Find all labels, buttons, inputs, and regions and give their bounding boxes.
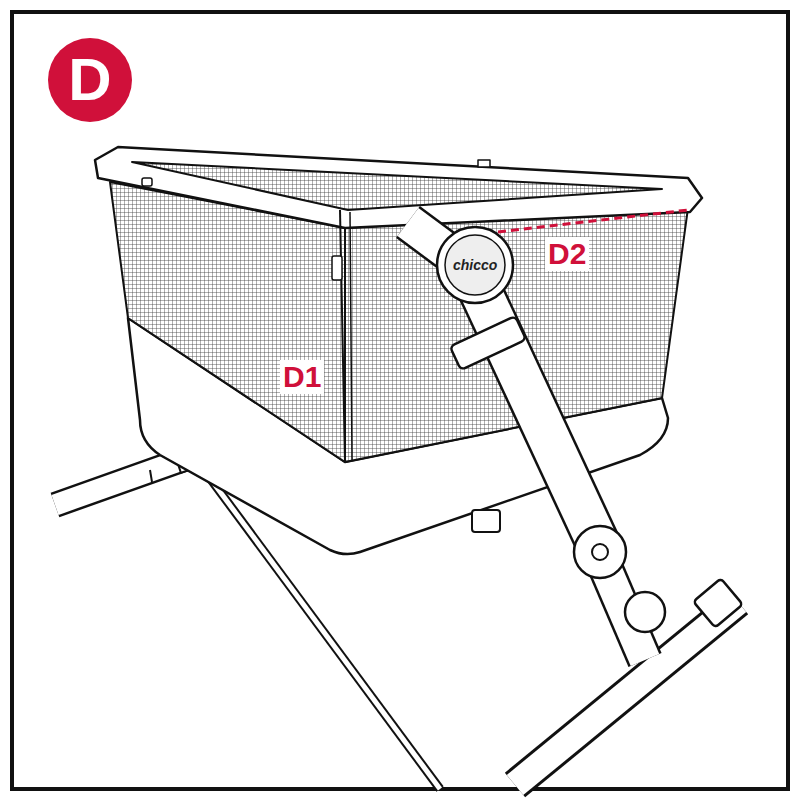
base-frame <box>55 457 190 505</box>
stand-leg <box>450 316 526 370</box>
frame <box>12 12 788 789</box>
edge-marker <box>498 210 688 232</box>
bassinet-body <box>478 160 490 167</box>
bassinet-body <box>350 212 352 460</box>
stand-leg <box>408 222 665 660</box>
stand-leg <box>472 510 500 532</box>
bassinet-body <box>110 182 345 462</box>
base-frame <box>55 457 190 505</box>
bassinet-body <box>345 208 688 462</box>
stand-leg <box>592 544 608 560</box>
base-frame <box>150 470 152 482</box>
part-label: D2 <box>545 237 589 271</box>
stand-leg <box>574 526 626 578</box>
stand-leg <box>625 592 665 632</box>
bassinet-body <box>95 147 702 228</box>
bassinet-body <box>132 162 662 210</box>
stand-leg <box>437 227 513 303</box>
bassinet-body <box>95 147 702 554</box>
bassinet-body <box>142 178 152 186</box>
bassinet-body <box>340 210 345 462</box>
bassinet-body <box>332 256 342 280</box>
base-frame <box>693 578 742 627</box>
step-badge: D <box>48 38 132 122</box>
step-letter: D <box>68 50 111 110</box>
brand-logo: chicco <box>450 256 500 274</box>
part-label: D1 <box>280 360 324 394</box>
stand-leg <box>445 235 505 295</box>
